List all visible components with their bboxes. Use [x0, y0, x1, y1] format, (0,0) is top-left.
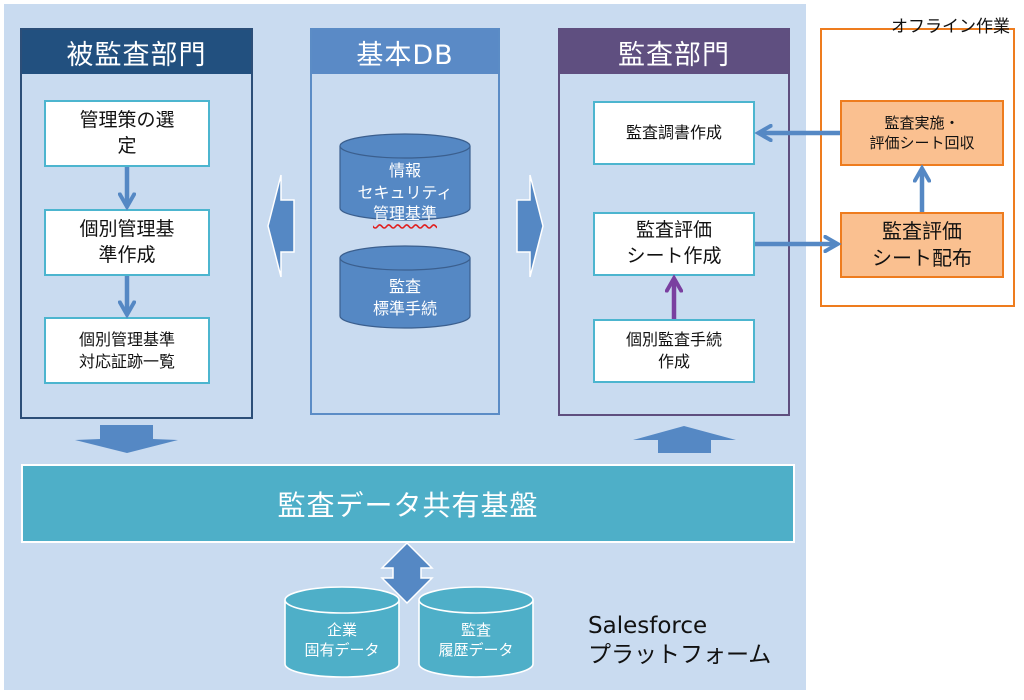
store-audit-history[interactable]: 監査 履歴データ — [419, 620, 533, 661]
db-label: 情報 — [388, 161, 421, 180]
step-label: 管理策の選 — [79, 108, 175, 131]
step-label: 監査調書作成 — [625, 123, 722, 143]
store-label: 固有データ — [304, 641, 380, 660]
db-label: セキュリティ — [357, 182, 453, 202]
bidirectional-arrow-icon — [380, 541, 434, 605]
audited-department-panel: 被監査部門 — [20, 28, 253, 419]
db-label: 監査 — [388, 277, 421, 296]
step-select-controls[interactable]: 管理策の選定 — [44, 100, 210, 167]
step-individual-audit-procedure[interactable]: 個別監査手続作成 — [593, 319, 755, 383]
step-label: 準作成 — [98, 243, 156, 266]
step-label: 作成 — [657, 352, 690, 371]
store-label: 履歴データ — [438, 641, 514, 660]
database-cylinder-icon — [284, 586, 400, 678]
step-distribute-evaluation-sheet[interactable]: 監査評価シート配布 — [840, 212, 1004, 278]
step-audit-workpaper[interactable]: 監査調書作成 — [593, 101, 755, 165]
step-label: 個別管理基準 — [78, 329, 175, 349]
audit-department-panel: 監査部門 — [558, 28, 790, 416]
step-label: 対応証跡一覧 — [78, 351, 175, 371]
step-label: 監査評価 — [635, 219, 712, 242]
block-arrow-left-icon — [267, 174, 295, 278]
db-audit-standard-procedure[interactable]: 監査 標準手続 — [340, 276, 470, 319]
db-security-standard[interactable]: 情報 セキュリティ 管理基準 — [340, 160, 470, 225]
basic-db-title: 基本DB — [312, 30, 498, 74]
step-label: シート配布 — [872, 246, 972, 270]
store-label: 企業 — [326, 621, 357, 639]
step-create-individual-standard[interactable]: 個別管理基準作成 — [44, 209, 210, 276]
block-arrow-down-icon — [75, 425, 178, 453]
platform-label-line: Salesforce — [588, 613, 708, 639]
db-label: 標準手続 — [372, 298, 437, 318]
audit-department-title: 監査部門 — [560, 30, 788, 74]
audited-department-title: 被監査部門 — [22, 30, 251, 74]
store-company-data[interactable]: 企業 固有データ — [285, 620, 399, 661]
database-cylinder-icon — [339, 245, 471, 329]
step-label: 監査評価 — [882, 219, 962, 243]
step-label: 監査実施・ — [884, 113, 960, 132]
store-label: 監査 — [460, 621, 491, 639]
database-cylinder-icon — [418, 586, 534, 678]
block-arrow-right-icon — [516, 174, 544, 278]
step-label: シート作成 — [626, 245, 722, 267]
basic-db-panel: 基本DB — [310, 28, 500, 415]
shared-data-platform-banner[interactable]: 監査データ共有基盤 — [21, 464, 795, 543]
step-label: 個別監査手続 — [625, 330, 722, 350]
database-cylinder-icon — [339, 133, 471, 221]
step-label: 評価シート回収 — [869, 134, 975, 152]
offline-work-title: オフライン作業 — [891, 17, 1010, 37]
step-create-evaluation-sheet[interactable]: 監査評価シート作成 — [593, 212, 755, 276]
db-label: 管理基準 — [372, 204, 437, 224]
platform-label: Salesforce プラットフォーム — [588, 612, 771, 671]
block-arrow-up-icon — [633, 426, 736, 453]
step-label: 個別管理基 — [79, 217, 175, 240]
platform-label-line: プラットフォーム — [588, 642, 772, 669]
step-label: 定 — [117, 134, 137, 157]
